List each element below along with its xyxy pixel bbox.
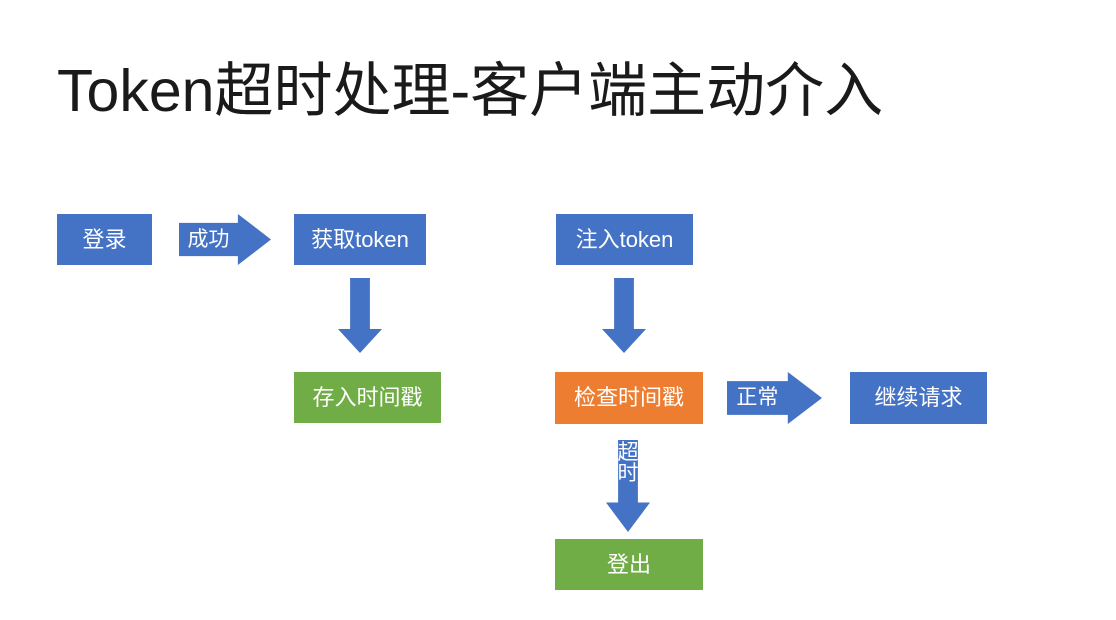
flow-node-label: 检查时间戳: [573, 385, 684, 410]
arrow-label: 超时: [606, 440, 650, 503]
flow-node-login[interactable]: 登录: [57, 214, 152, 265]
arrow-down-inject-token-to-check-icon: [602, 278, 646, 353]
flow-node-label: 登录: [82, 226, 127, 252]
flow-node-continue-request[interactable]: 继续请求: [850, 372, 987, 424]
arrow-right-normal-icon: 正常: [727, 372, 822, 424]
flow-node-get-token[interactable]: 获取token: [294, 214, 426, 265]
arrow-down-get-token-to-store-icon: [338, 278, 382, 353]
arrow-shape: [338, 278, 382, 353]
flow-node-check-timestamp[interactable]: 检查时间戳: [555, 372, 703, 424]
flow-node-store-timestamp[interactable]: 存入时间戳: [294, 372, 441, 423]
flow-node-label: 获取token: [311, 226, 409, 252]
flow-node-label: 注入token: [575, 226, 674, 252]
arrow-label: 成功: [187, 227, 230, 251]
slide-title: Token超时处理-客户端主动介入: [57, 58, 884, 124]
flow-node-label: 登出: [606, 551, 651, 577]
flow-node-label: 存入时间戳: [312, 384, 423, 410]
flow-node-label: 继续请求: [874, 385, 963, 410]
arrow-label-text: 超时: [617, 441, 639, 486]
arrow-right-success-icon: 成功: [179, 214, 271, 265]
flow-node-logout[interactable]: 登出: [555, 539, 703, 590]
arrow-label: 正常: [736, 386, 779, 410]
flow-node-inject-token[interactable]: 注入token: [556, 214, 693, 265]
arrow-down-timeout-icon: 超时: [606, 440, 650, 532]
arrow-shape: [602, 278, 646, 353]
